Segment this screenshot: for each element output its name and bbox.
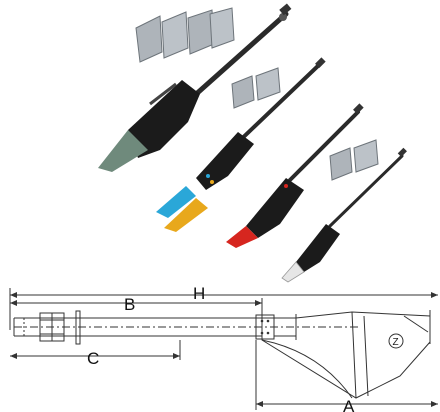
spring-clips-top (135, 7, 235, 63)
dimension-label-c: C (87, 349, 99, 368)
probe-white-tip (281, 147, 407, 283)
dimension-label-a: A (343, 397, 355, 412)
colored-caps (156, 186, 208, 232)
technical-drawing (9, 288, 438, 410)
dimension-label-b: B (124, 295, 135, 314)
dimension-label-h: H (193, 284, 205, 303)
grounding-mark-label: Z (393, 337, 399, 348)
probe-red-tip (226, 103, 364, 248)
spring-clips-middle (231, 67, 281, 109)
probe-large (98, 3, 292, 172)
spring-clips-right (329, 139, 379, 181)
probe-medium (196, 57, 326, 190)
